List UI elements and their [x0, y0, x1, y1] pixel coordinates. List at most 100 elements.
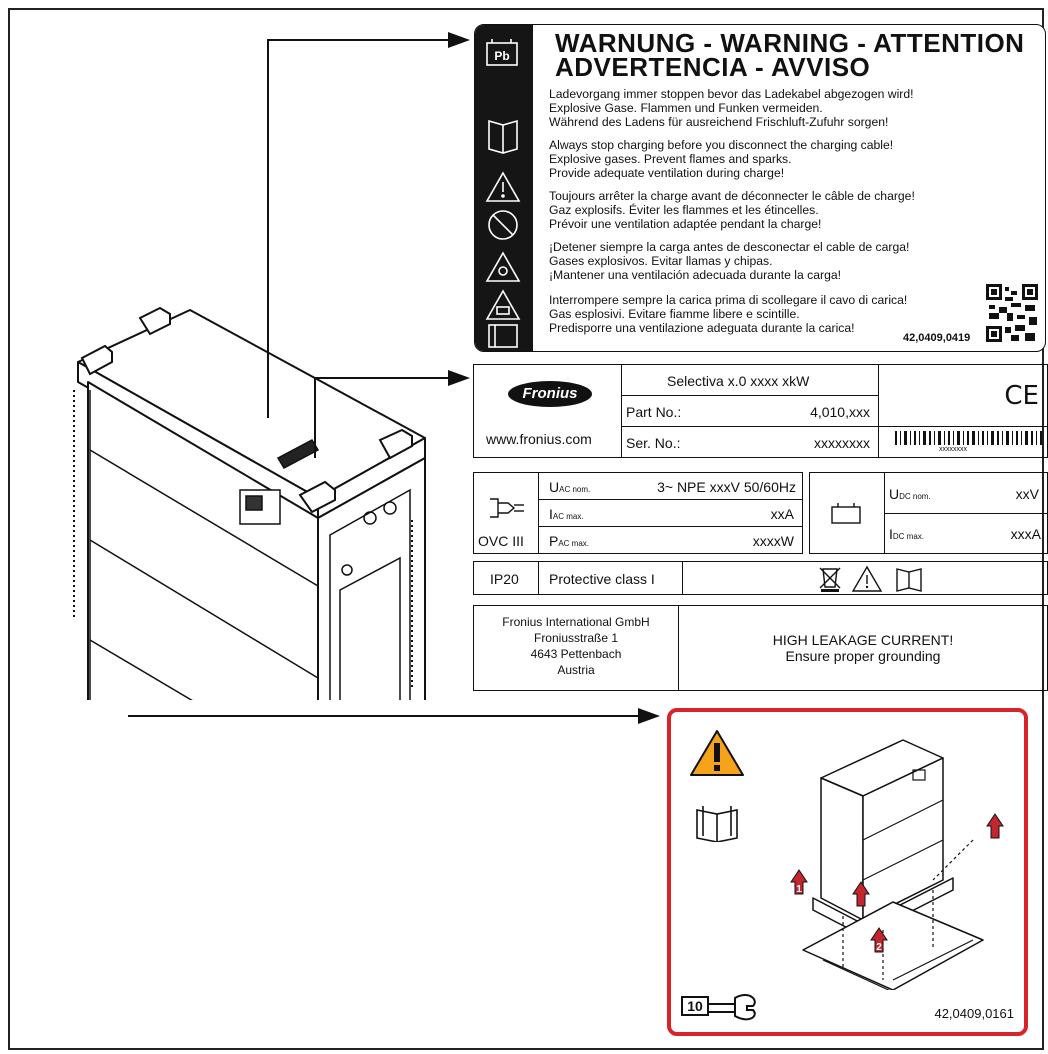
warning-line: Während des Ladens für ausreichend Frisc… [549, 115, 889, 130]
warning-paragraph-fr: Toujours arrêter la charge avant de déco… [549, 189, 915, 232]
qr-code-icon [985, 283, 1039, 343]
warning-line: Explosive gases. Prevent flames and spar… [549, 152, 792, 167]
installation-device-illustration: 1 2 [790, 739, 1004, 990]
barcode-icon [895, 431, 1042, 445]
warning-line: Gas esplosivi. Evitare fiamme libere e s… [549, 307, 800, 322]
u-ac-value: 3~ NPE xxxV 50/60Hz [657, 479, 796, 495]
u-ac-symbol: U [549, 479, 560, 495]
fronius-logo-text: Fronius [522, 385, 578, 402]
i-dc-cell: IDC max. xxxA [884, 513, 1048, 554]
warning-line: Ladevorgang immer stoppen bevor das Lade… [549, 87, 914, 101]
website-text: www.fronius.com [486, 431, 592, 447]
wrench-size-text: 10 [687, 998, 703, 1014]
address-cell: Fronius International GmbH Froniusstraße… [473, 605, 679, 691]
leakage-subtitle: Ensure proper grounding [785, 648, 941, 664]
warning-line: Always stop charging before you disconne… [549, 138, 894, 152]
i-ac-symbol: I [549, 506, 553, 522]
i-ac-value: xxA [770, 506, 794, 522]
ac-plug-icon [490, 498, 524, 518]
warning-line: Explosive Gase. Flammen und Funken verme… [549, 101, 823, 116]
warning-paragraph-es: ¡Detener siempre la carga antes de desco… [549, 240, 909, 283]
acid-icon [485, 289, 521, 320]
wrench-size-box: 10 [681, 996, 709, 1016]
warning-line: Provide adequate ventilation during char… [549, 166, 785, 181]
diagram-frame [8, 8, 1044, 1050]
protective-class-cell: Protective class I [538, 561, 683, 595]
u-dc-value: xxV [1015, 486, 1039, 502]
warning-title-line2: ADVERTENCIA - AVVISO [555, 52, 871, 82]
ovc-text: OVC III [478, 533, 524, 549]
wrench-icon [709, 994, 756, 1021]
warning-title-line1: WARNUNG - WARNING - ATTENTION [555, 28, 1025, 58]
u-dc-symbol: U [889, 486, 900, 502]
ce-cell: CE [878, 364, 1048, 427]
charger-device-illustration [73, 306, 426, 700]
barcode-cell: xxxxxxxx [878, 426, 1048, 458]
manual-icon [488, 119, 518, 154]
p-ac-cell: PAC max. xxxxW [538, 526, 803, 554]
warning-line: Prévoir une ventilation adaptée pendant … [549, 217, 822, 232]
installation-label: 1 2 10 42,0409,0161 [667, 708, 1028, 1036]
warning-line: Toujours arrêter la charge avant de déco… [549, 189, 915, 203]
protective-class-text: Protective class I [549, 571, 655, 587]
warning-triangle-icon [690, 730, 744, 776]
part-label: Part No.: [626, 404, 682, 420]
serial-cell: Ser. No.: xxxxxxxx [621, 426, 879, 458]
model-text: Selectiva x.0 xxxx xkW [667, 373, 810, 389]
warning-line: Gaz explosifs. Éviter les flammes et les… [549, 203, 819, 218]
warning-label-code: 42,0409,0419 [903, 332, 971, 344]
address-line: Fronius International GmbH [502, 615, 650, 629]
p-ac-sub: AC max. [558, 539, 590, 548]
dc-symbol-cell [809, 472, 885, 554]
battery-pb-icon [486, 39, 518, 66]
ip-cell: IP20 [473, 561, 539, 595]
u-dc-sub: DC nom. [899, 492, 931, 501]
serial-label: Ser. No.: [626, 435, 681, 451]
warning-paragraph-de: Ladevorgang immer stoppen bevor das Lade… [549, 87, 914, 130]
p-ac-symbol: P [549, 533, 559, 549]
address-line: 4643 Pettenbach [530, 647, 622, 661]
leakage-cell: HIGH LEAKAGE CURRENT! Ensure proper grou… [678, 605, 1048, 691]
warning-line: ¡Detener siempre la carga antes de desco… [549, 240, 910, 254]
model-cell: Selectiva x.0 xxxx xkW [621, 364, 879, 396]
step1-label: 1 [796, 884, 802, 895]
i-dc-value: xxxA [1010, 526, 1041, 542]
barcode-text: xxxxxxxx [939, 446, 967, 453]
warning-label: Pb WARNUNG - WARNING - ATTENTION ADVERTE… [474, 24, 1046, 352]
symbols-cell [682, 561, 1048, 595]
p-ac-value: xxxxW [752, 533, 794, 549]
address-line: Froniusstraße 1 [533, 631, 619, 645]
step2-label: 2 [876, 942, 882, 953]
warning-paragraph-en: Always stop charging before you disconne… [549, 138, 893, 181]
ventilation-icon [488, 324, 518, 348]
address-line: Austria [557, 663, 595, 677]
no-fire-icon [488, 210, 518, 240]
part-cell: Part No.: 4,010,xxx [621, 395, 879, 427]
warning-icon-strip: Pb [475, 25, 533, 351]
serial-value: xxxxxxxx [814, 435, 870, 451]
manual-icon [696, 806, 738, 842]
rating-plate: Fronius www.fronius.com Selectiva x.0 xx… [473, 364, 1048, 691]
i-ac-cell: IAC max. xxA [538, 499, 803, 527]
leakage-title: HIGH LEAKAGE CURRENT! [772, 632, 954, 648]
ce-mark: CE [1004, 381, 1039, 411]
i-dc-sub: DC max. [892, 532, 925, 541]
i-dc-symbol: I [889, 526, 893, 542]
explosive-icon [485, 251, 521, 282]
u-ac-sub: AC nom. [559, 485, 591, 494]
warning-line: Gases explosivos. Evitar llamas y chipas… [549, 254, 773, 269]
warning-line: ¡Mantener una ventilación adecuada duran… [549, 268, 842, 283]
u-ac-cell: UAC nom. 3~ NPE xxxV 50/60Hz [538, 472, 803, 500]
warning-title: WARNUNG - WARNING - ATTENTION ADVERTENCI… [555, 28, 1025, 82]
ac-symbol-cell: OVC III [473, 472, 539, 554]
i-ac-sub: AC max. [552, 512, 584, 521]
installation-label-code: 42,0409,0161 [934, 1006, 1014, 1021]
u-dc-cell: UDC nom. xxV [884, 472, 1048, 514]
ip-text: IP20 [490, 571, 519, 587]
warning-triangle-icon [485, 171, 521, 202]
part-value: 4,010,xxx [810, 404, 870, 420]
battery-icon [831, 503, 861, 524]
brand-cell: Fronius www.fronius.com [473, 364, 622, 458]
warning-line: Predisporre una ventilazione adeguata du… [549, 321, 855, 336]
